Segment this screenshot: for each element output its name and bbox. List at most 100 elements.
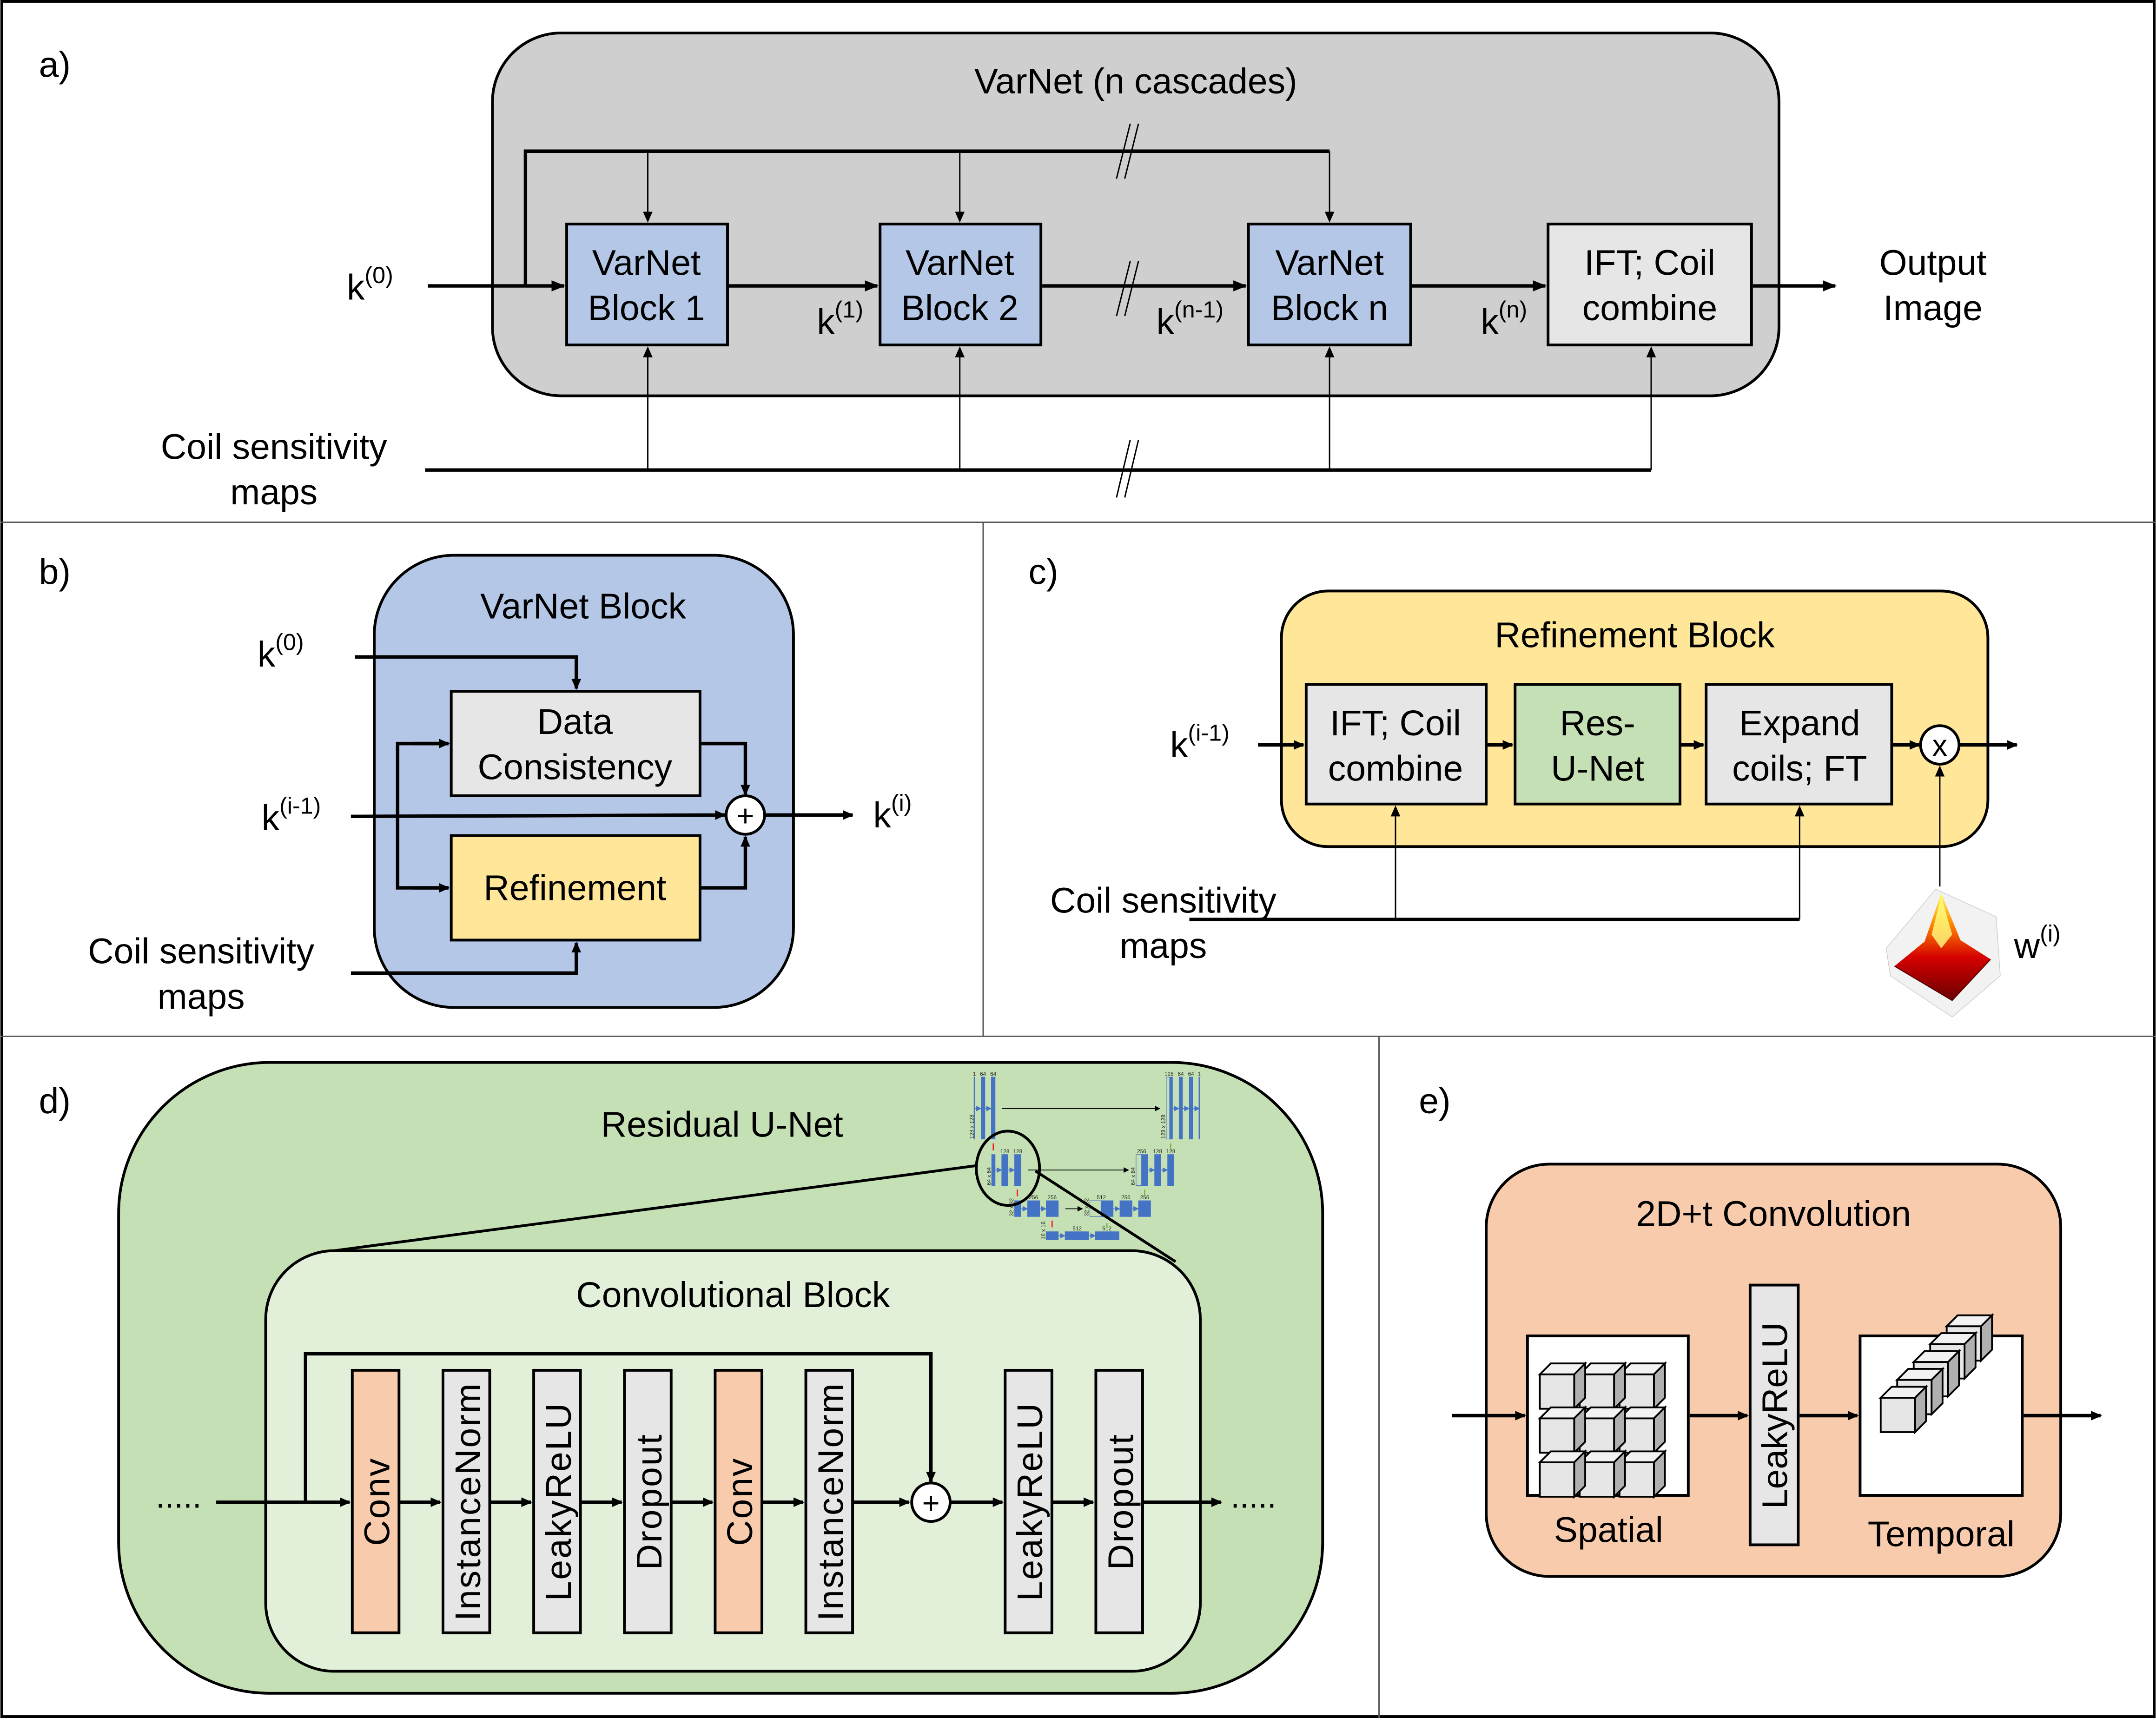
layer-leakyrelu-box bbox=[532, 1368, 582, 1634]
varnet-block-1 bbox=[565, 223, 729, 347]
unet-feature-map bbox=[1169, 1077, 1173, 1140]
unet-channel-label: 128 bbox=[1153, 1148, 1162, 1155]
unet-channel-label: 128 bbox=[1166, 1148, 1176, 1155]
unet-feature-map bbox=[1167, 1154, 1174, 1186]
block-label: Block 2 bbox=[901, 288, 1018, 328]
coil-label: Coil sensitivity bbox=[88, 932, 314, 971]
unet-channel-label: 256 bbox=[1029, 1194, 1038, 1201]
ki-1-label: k(i-1) bbox=[1170, 720, 1230, 765]
cube-face bbox=[1879, 1397, 1916, 1433]
layer-instancenorm-box bbox=[804, 1368, 854, 1634]
temporal-label: Temporal bbox=[1868, 1514, 2015, 1554]
unet-channel-label: 128 bbox=[1000, 1148, 1010, 1155]
layer-label: Dropout bbox=[1101, 1433, 1141, 1570]
skip-connection bbox=[304, 1352, 936, 1502]
break-mark bbox=[1116, 261, 1139, 317]
block-label: VarNet bbox=[1275, 243, 1384, 283]
panel-label-b: b) bbox=[39, 552, 71, 592]
spatial-label: Spatial bbox=[1554, 1510, 1663, 1550]
unet-feature-map bbox=[1141, 1154, 1148, 1186]
kn-1-label: k(n-1) bbox=[1157, 297, 1224, 342]
layer-label: LeakyReLU bbox=[1010, 1402, 1050, 1601]
unet-channel-label: 512 bbox=[1072, 1225, 1082, 1232]
layer-label: InstanceNorm bbox=[811, 1382, 851, 1621]
k1-label: k(1) bbox=[817, 297, 863, 342]
cube-face bbox=[1539, 1417, 1575, 1454]
unet-channel-label: 128 bbox=[1013, 1148, 1022, 1155]
unet-channel-label: 64 bbox=[980, 1071, 986, 1077]
ki-1-label: k(i-1) bbox=[262, 793, 321, 838]
refinement-block-title: Refinement Block bbox=[1495, 615, 1775, 655]
coil-label: maps bbox=[158, 977, 245, 1017]
unet-channel-label: 64 bbox=[1178, 1071, 1184, 1077]
break-mark bbox=[1116, 123, 1139, 179]
unet-channel-label: 128 bbox=[1164, 1071, 1174, 1077]
layer-instancenorm-box bbox=[442, 1368, 491, 1634]
unet-feature-map bbox=[1014, 1154, 1021, 1186]
box-label: Consistency bbox=[477, 747, 672, 787]
output-label: Image bbox=[1883, 288, 1983, 328]
temporal-kernel-icon bbox=[1878, 1313, 1994, 1434]
coil-label: maps bbox=[1119, 926, 1207, 966]
box-label: Res- bbox=[1560, 703, 1635, 743]
panel-label-d: d) bbox=[39, 1081, 71, 1121]
layer-label: Conv bbox=[720, 1457, 760, 1546]
panel-a: a) VarNet (n cascades) VarNet Block 1 Va… bbox=[39, 32, 1987, 512]
unet-channel-label: 64 bbox=[990, 1071, 997, 1077]
unet-size-label: 64 x 64 bbox=[1130, 1167, 1137, 1185]
panel-c: c) Refinement Block IFT; Coil combine Re… bbox=[1029, 552, 2061, 1018]
varnet-block-n bbox=[1247, 223, 1412, 347]
ki-label: k(i) bbox=[873, 790, 912, 835]
arrow bbox=[355, 655, 582, 690]
varnet-container bbox=[491, 32, 1780, 397]
layer-label: InstanceNorm bbox=[448, 1382, 488, 1621]
zoom-line bbox=[1034, 1170, 1177, 1263]
unet-size-label: 128 x 128 bbox=[969, 1115, 975, 1139]
panel-label-a: a) bbox=[39, 45, 71, 85]
block-label: VarNet bbox=[906, 243, 1014, 283]
convolutional-block-title: Convolutional Block bbox=[576, 1275, 890, 1315]
weight-surface-plot-icon bbox=[1885, 889, 2001, 1018]
unet-feature-map bbox=[1095, 1231, 1119, 1240]
unet-channel-label: 256 bbox=[1137, 1148, 1146, 1155]
varnet-block-2 bbox=[879, 223, 1043, 347]
leakyrelu-label: LeakyReLU bbox=[1755, 1322, 1795, 1509]
unet-size-label: 32 x 32 bbox=[1008, 1198, 1015, 1216]
arrow bbox=[701, 835, 750, 890]
leakyrelu-box bbox=[1748, 1283, 1800, 1546]
box-label: Refinement bbox=[483, 868, 666, 908]
layer-label: Conv bbox=[357, 1457, 397, 1546]
block-label: IFT; Coil bbox=[1584, 243, 1715, 283]
conv2dt-title: 2D+t Convolution bbox=[1636, 1194, 1911, 1234]
unet-feature-map bbox=[1027, 1200, 1040, 1217]
cube-face bbox=[1539, 1373, 1575, 1410]
break-mark bbox=[1116, 439, 1139, 498]
layer-dropout-box bbox=[1094, 1368, 1144, 1634]
coil-label: Coil sensitivity bbox=[1050, 880, 1276, 920]
unet-size-label: 16 x 16 bbox=[1040, 1221, 1046, 1239]
unet-channel-label: 1 bbox=[973, 1071, 976, 1077]
unet-feature-map bbox=[1189, 1077, 1193, 1140]
block-label: Block n bbox=[1271, 288, 1388, 328]
layer-label: Dropout bbox=[629, 1433, 669, 1570]
zoom-circle bbox=[975, 1130, 1041, 1207]
data-consistency-box bbox=[450, 690, 701, 797]
box-label: Data bbox=[537, 702, 613, 742]
k0-label: k(0) bbox=[258, 629, 304, 674]
unet-feature-map bbox=[1119, 1200, 1132, 1217]
box-label: IFT; Coil bbox=[1330, 703, 1461, 743]
unet-channel-label: 512 bbox=[1097, 1194, 1106, 1201]
unet-feature-map bbox=[1178, 1077, 1183, 1140]
unet-feature-map bbox=[1065, 1231, 1089, 1240]
output-label: Output bbox=[1879, 243, 1987, 283]
refinement-box bbox=[450, 834, 701, 942]
kn-label: k(n) bbox=[1481, 297, 1527, 342]
unet-feature-map bbox=[1154, 1154, 1161, 1186]
unet-channel-label: 64 bbox=[1188, 1071, 1195, 1077]
block-label: combine bbox=[1582, 288, 1718, 328]
box-label: Expand bbox=[1739, 703, 1860, 743]
unet-feature-map bbox=[1001, 1154, 1008, 1186]
